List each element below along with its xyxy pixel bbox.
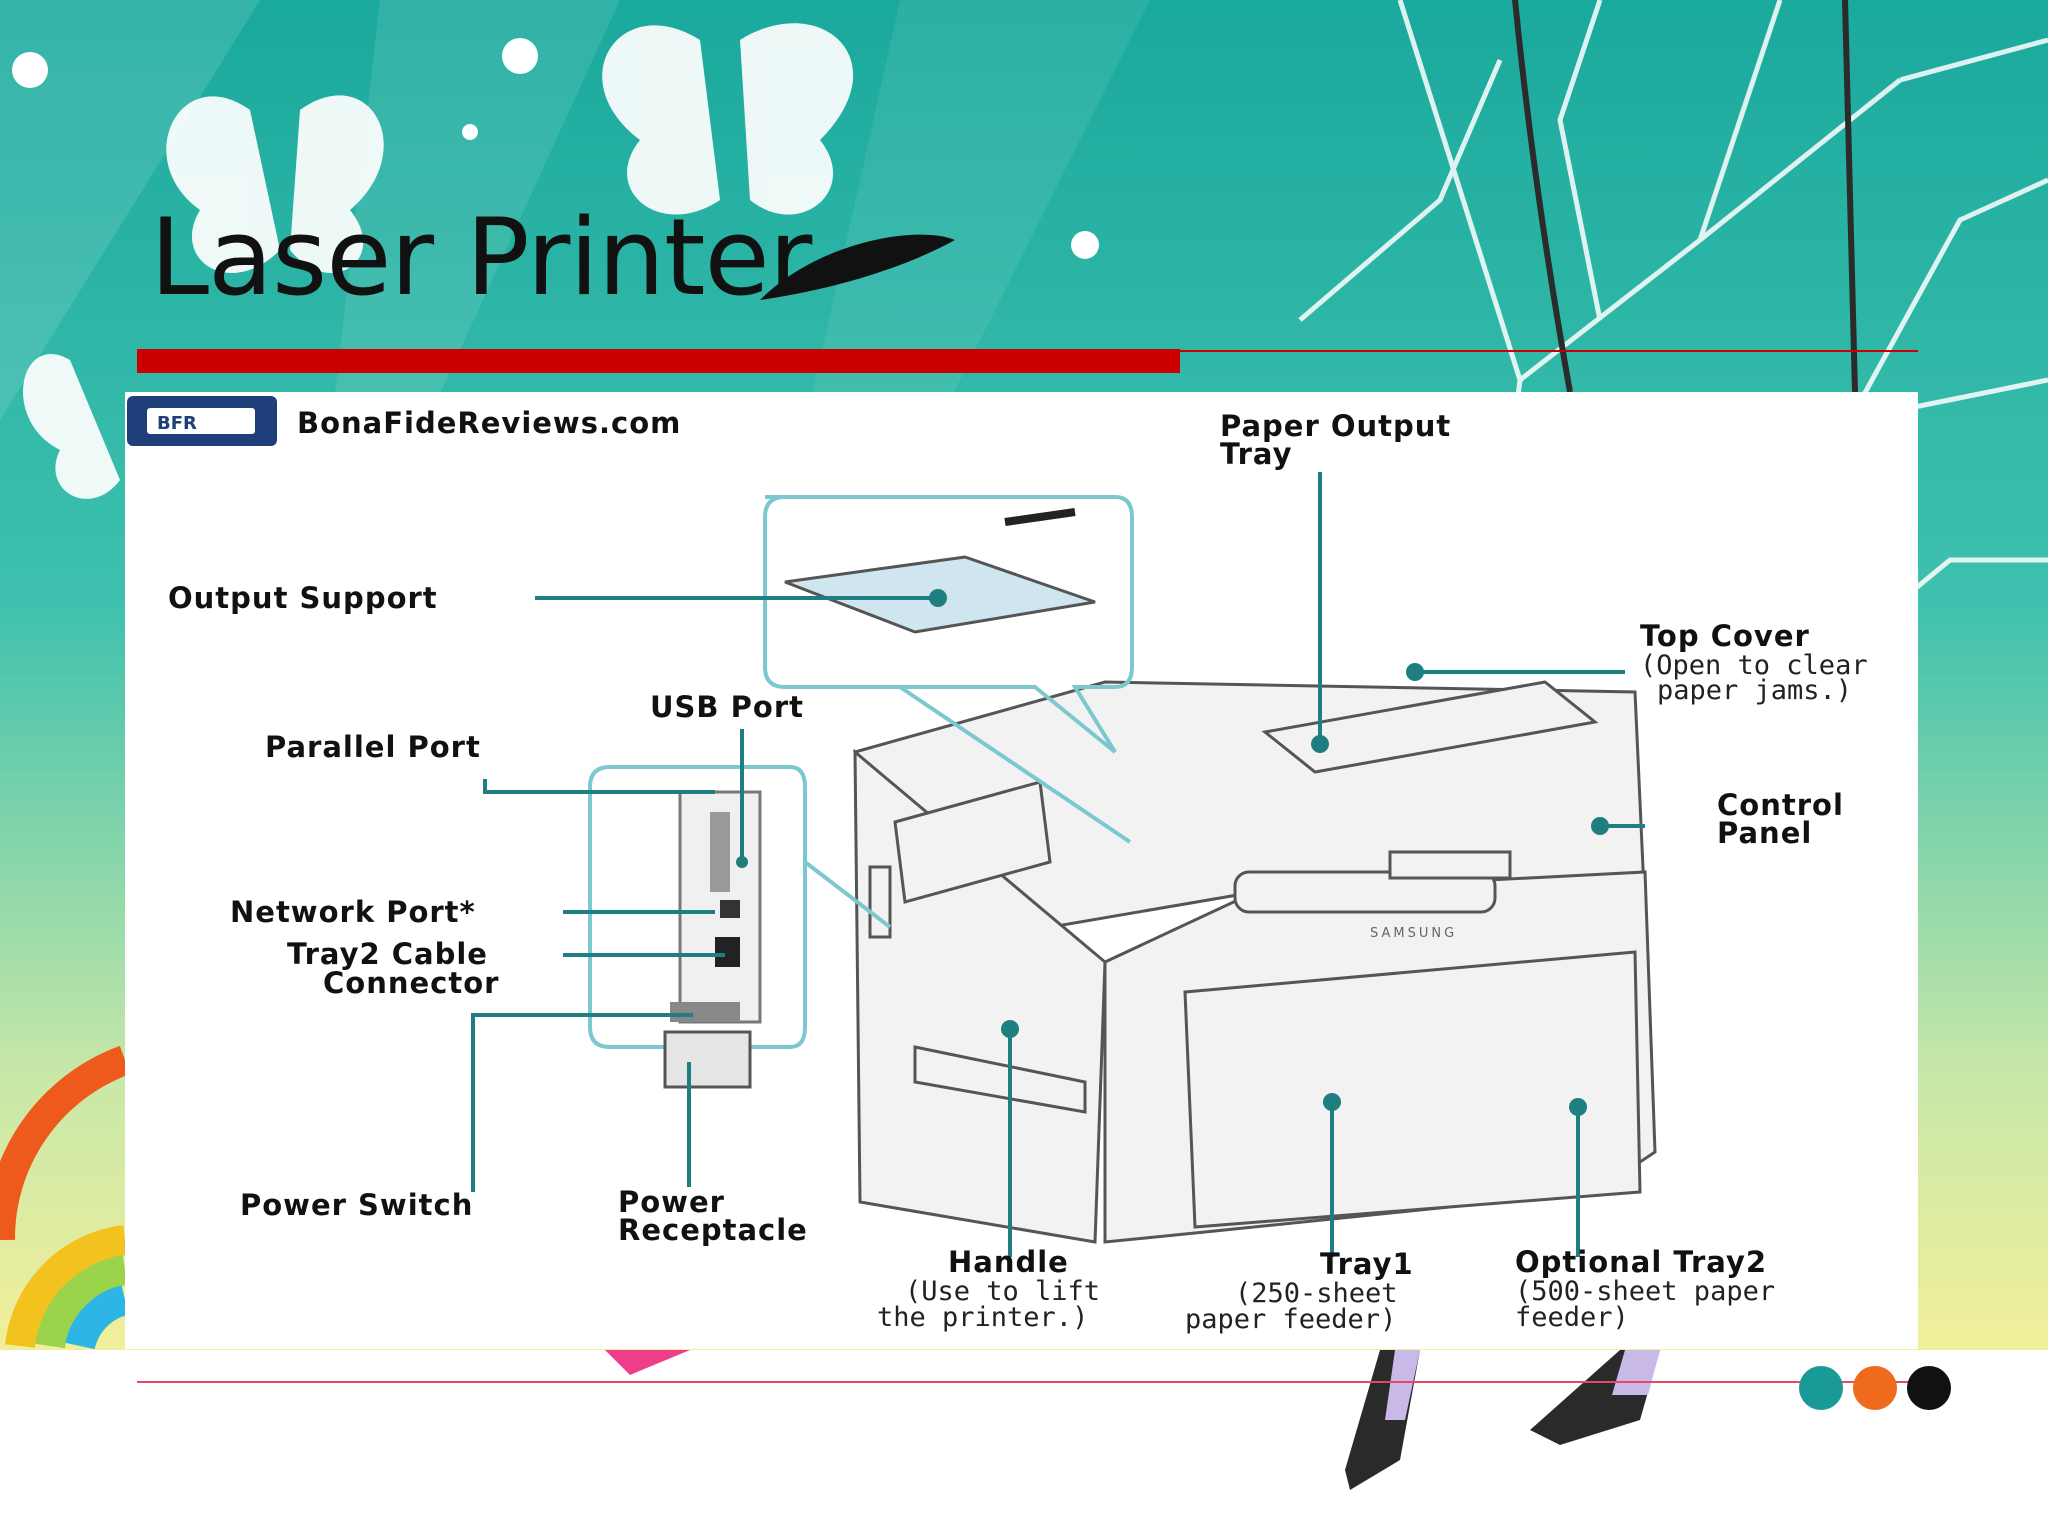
printer-brand: SAMSUNG [1370, 926, 1457, 941]
label-top-cover: Top Cover [1640, 619, 1810, 653]
label-optional-tray2-note-1: (500-sheet paper [1515, 1276, 1775, 1307]
label-tray2-cable-connector-1: Tray2 Cable [287, 937, 488, 971]
label-power-switch: Power Switch [240, 1188, 473, 1222]
feather-decoration [760, 234, 955, 300]
footer-dot-teal [1799, 1366, 1843, 1410]
label-network-port: Network Port* [230, 895, 476, 929]
label-tray1-note-1: (250-sheet [1235, 1278, 1398, 1309]
label-output-support: Output Support [168, 581, 438, 615]
label-control-panel-1: Control [1717, 788, 1844, 822]
title-accent-bar [137, 349, 1180, 373]
label-tray1: Tray1 [1320, 1247, 1414, 1281]
footer-dot-orange [1853, 1366, 1897, 1410]
leader-lines [471, 472, 1645, 1257]
label-power-receptacle-1: Power [618, 1185, 725, 1219]
source-logo-text: BonaFideReviews.com [297, 406, 681, 440]
label-paper-output-tray-2: Tray [1220, 437, 1292, 471]
footer-dot-black [1907, 1366, 1951, 1410]
label-optional-tray2: Optional Tray2 [1515, 1245, 1767, 1279]
printer-diagram: BFR BonaFideReviews.com SAMSUNG [127, 396, 1868, 1335]
label-handle-note-1: (Use to lift [905, 1276, 1100, 1307]
label-tray1-note-2: paper feeder) [1185, 1304, 1396, 1335]
label-usb-port: USB Port [650, 690, 804, 724]
label-power-receptacle-2: Receptacle [618, 1213, 808, 1247]
label-handle-note-2: the printer.) [877, 1302, 1088, 1333]
label-paper-output-tray-1: Paper Output [1220, 409, 1451, 443]
part-labels: Paper Output Tray Output Support Top Cov… [168, 409, 1868, 1335]
rainbow-decoration [0, 1045, 131, 1350]
slide-title: Laser Printer [150, 196, 812, 319]
label-top-cover-note-1: (Open to clear [1640, 650, 1868, 681]
source-logo: BFR BonaFideReviews.com [127, 396, 681, 446]
label-control-panel-2: Panel [1717, 816, 1812, 850]
printer-illustration: SAMSUNG [853, 680, 1657, 1244]
butterflies-decoration [22, 23, 854, 499]
svg-text:BFR: BFR [157, 413, 197, 434]
label-parallel-port: Parallel Port [265, 730, 481, 764]
printer-diagram-panel: BFR BonaFideReviews.com SAMSUNG [125, 392, 1918, 1349]
branches-decoration [1298, 0, 2048, 702]
label-top-cover-note-2: paper jams.) [1657, 675, 1852, 706]
label-tray2-cable-connector-2: Connector [323, 966, 499, 1000]
label-handle: Handle [948, 1245, 1069, 1279]
legs-decoration [1345, 1350, 1660, 1490]
label-optional-tray2-note-2: feeder) [1515, 1302, 1629, 1333]
